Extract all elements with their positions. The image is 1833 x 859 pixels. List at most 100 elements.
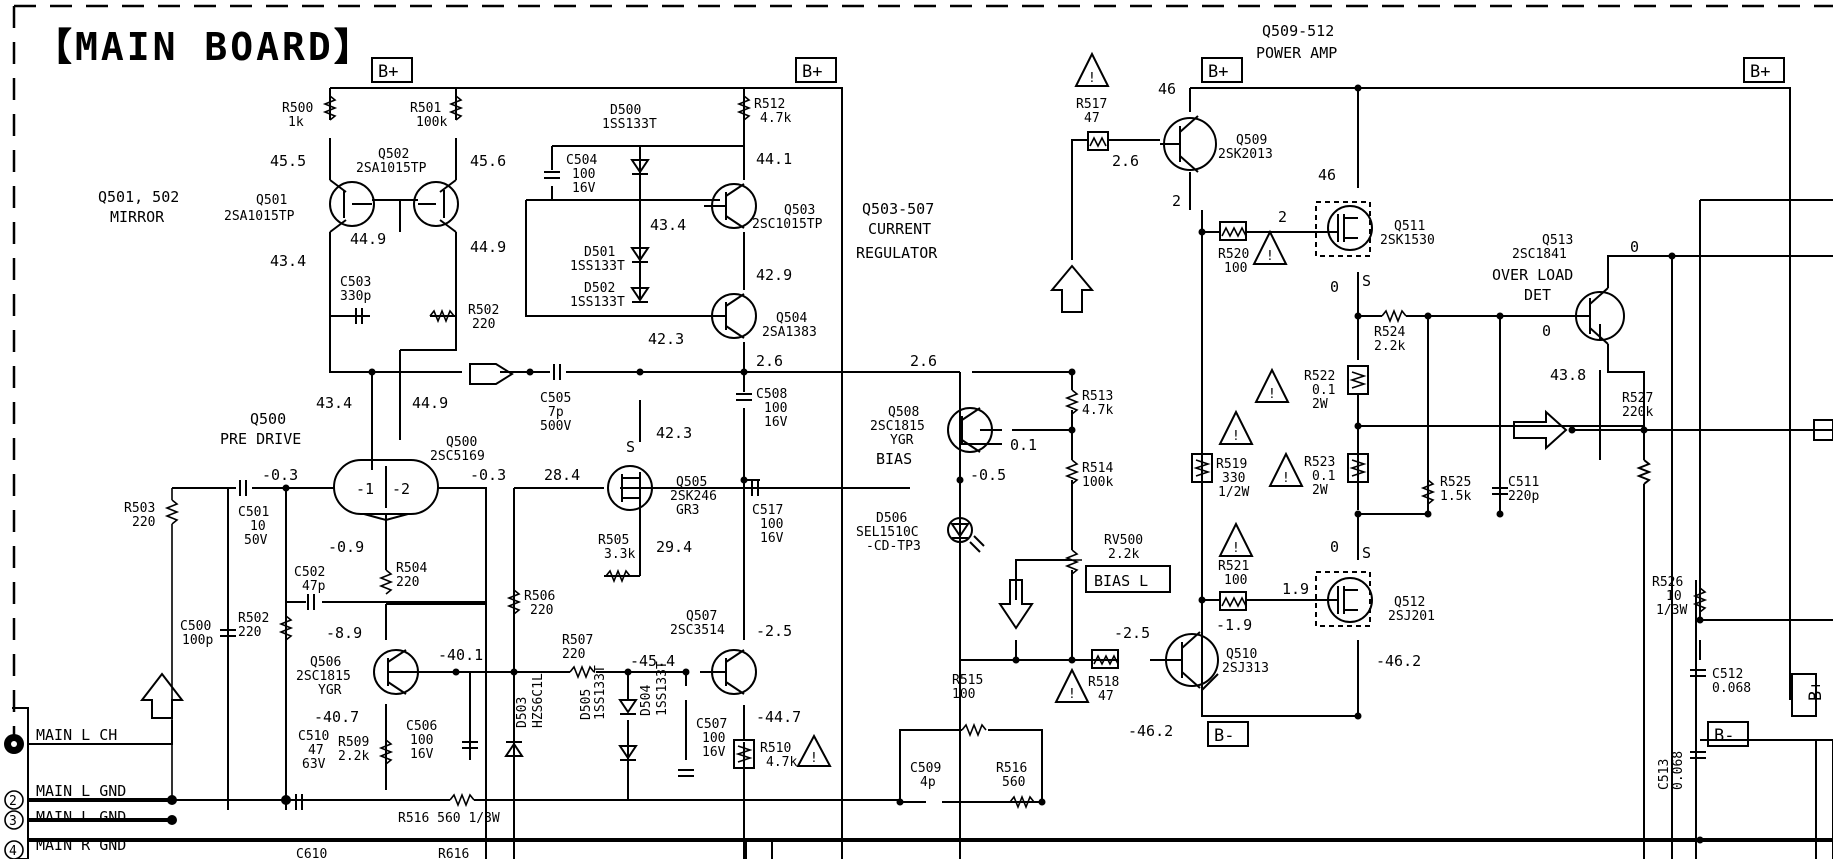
value-c507: 100 xyxy=(702,731,725,746)
part-q506: 2SC1815 xyxy=(296,669,351,684)
svg-text:4: 4 xyxy=(9,844,17,859)
label-q507: Q507 xyxy=(686,609,717,624)
volt-2-6a: 2.6 xyxy=(756,352,783,370)
junction xyxy=(167,815,177,825)
junction xyxy=(1198,596,1206,604)
resistor-r513 xyxy=(1064,459,1080,485)
connector-strip xyxy=(12,707,29,859)
capacitor-c505 xyxy=(553,364,561,380)
junction xyxy=(1354,712,1362,720)
led-d506 xyxy=(947,517,985,553)
svg-text:!: ! xyxy=(1266,249,1274,264)
volt-2b: 2 xyxy=(1278,208,1287,226)
value-r514: 100 xyxy=(952,687,975,702)
arrow-input xyxy=(139,672,185,719)
resistor-r519 xyxy=(1191,453,1213,483)
label-r524: R524 xyxy=(1374,325,1405,340)
volt-m0-3b: -0.3 xyxy=(470,466,506,484)
resistor-r500 xyxy=(164,488,180,800)
value-r525: 1.5k xyxy=(1440,489,1471,504)
connector-pin-4: 4 MAIN R GND xyxy=(4,836,126,859)
label-r501: R502 xyxy=(238,611,269,626)
value-r504: 220 xyxy=(472,317,495,332)
watt-r526: 1/3W xyxy=(1656,603,1687,618)
label-r504: R502 xyxy=(468,303,499,318)
wire-r514 xyxy=(899,729,1043,802)
rank-q505: GR3 xyxy=(676,503,699,518)
volt-m46-2b: -46.2 xyxy=(1128,722,1173,740)
value-c502: 47p xyxy=(302,579,326,594)
volt-42-9: 42.9 xyxy=(756,266,792,284)
junction xyxy=(1496,510,1504,518)
label-r527: R527 xyxy=(1622,391,1653,406)
value-c505: 7p xyxy=(548,405,564,420)
section-power-amp-line2: POWER AMP xyxy=(1256,44,1337,62)
volt-44-9c: 44.9 xyxy=(412,394,448,412)
value-c509: 4p xyxy=(920,775,936,790)
label-q503: Q503 xyxy=(784,203,815,218)
resistor-r516 xyxy=(449,792,475,808)
junction xyxy=(740,368,748,376)
transistor-q505 xyxy=(607,465,653,511)
part-q508: 2SC1815 xyxy=(870,419,925,434)
volt-m46-2a: -46.2 xyxy=(1376,652,1421,670)
volt-m8-9: -8.9 xyxy=(326,624,362,642)
b-plus-rail-2: B+ xyxy=(795,57,837,83)
board-frame xyxy=(12,4,1833,740)
transistor-q500: -1 -2 xyxy=(333,459,439,515)
diode-d503 xyxy=(504,741,524,757)
volt-m0-5: -0.5 xyxy=(970,466,1006,484)
transistor-q503 xyxy=(704,183,757,229)
label-q512: Q512 xyxy=(1394,595,1425,610)
svg-text:B+: B+ xyxy=(1208,62,1228,82)
junction xyxy=(1696,836,1704,844)
capacitor-c510 xyxy=(295,794,303,810)
part-q502: 2SA1015TP xyxy=(356,161,427,176)
label-q511: Q511 xyxy=(1394,219,1425,234)
label-c507: C507 xyxy=(696,717,727,732)
resistor-r508 xyxy=(506,589,522,615)
value-c517: 100 xyxy=(760,517,783,532)
warning-triangle: ! xyxy=(1218,409,1254,445)
bias-l-box: BIAS L xyxy=(1085,565,1171,593)
volt-29-4: 29.4 xyxy=(656,538,692,556)
watt-r522: 2W xyxy=(1312,397,1328,412)
value-r518: 47 xyxy=(1098,689,1114,704)
section-pre-drive-line2: PRE DRIVE xyxy=(220,430,301,448)
junction xyxy=(1668,252,1676,260)
volt-c510: 63V xyxy=(302,757,326,772)
b-plus-rail-1: B+ xyxy=(371,57,413,83)
svg-text:!: ! xyxy=(1282,471,1290,486)
value-r515: 560 xyxy=(1002,775,1025,790)
volt-44-9a: 44.9 xyxy=(350,230,386,248)
label-c509: C509 xyxy=(910,761,941,776)
label-r513: R514 xyxy=(1082,461,1113,476)
junction xyxy=(1354,422,1362,430)
value-r509: 2.2k xyxy=(338,749,369,764)
junction xyxy=(1068,656,1076,664)
diode-d504 xyxy=(618,745,638,761)
connector-box-right xyxy=(1813,419,1833,441)
resistor-r523 xyxy=(1347,453,1369,483)
wire-lower-left xyxy=(227,488,486,810)
transistor-q504 xyxy=(704,293,757,339)
label-r511: R510 xyxy=(760,741,791,756)
part-q504: 2SA1383 xyxy=(762,325,817,340)
transistor-q510 xyxy=(1165,631,1219,689)
value-c500: 100p xyxy=(182,633,213,648)
value-r520: 100 xyxy=(1224,261,1247,276)
junction xyxy=(526,368,534,376)
capacitor-c511 xyxy=(1492,487,1508,495)
volt-m0-3a: -0.3 xyxy=(262,466,298,484)
value-c510: 47 xyxy=(308,743,324,758)
label-q502: Q502 xyxy=(378,147,409,162)
capacitor-c512 xyxy=(1690,669,1706,677)
volt-m40-7: -40.7 xyxy=(314,708,359,726)
resistor-r505 xyxy=(378,569,394,595)
b-minus-rail-1: B- xyxy=(1207,721,1249,747)
capacitor-c506 xyxy=(462,741,478,749)
volt-c508: 16V xyxy=(764,415,788,430)
part-d503: HZS6C1L xyxy=(531,673,546,728)
capacitor-c507 xyxy=(678,769,694,777)
svg-text:!: ! xyxy=(810,751,818,766)
